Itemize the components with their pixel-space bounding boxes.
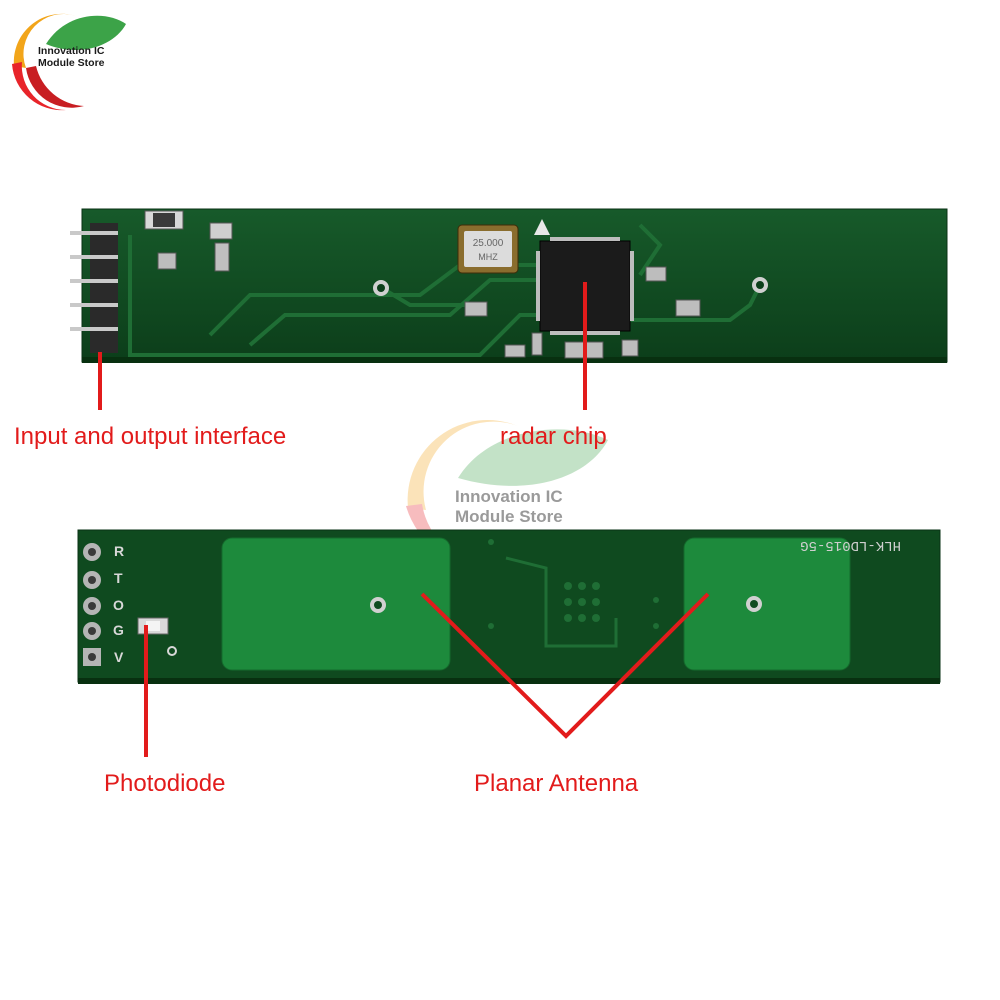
pin-label-t: T bbox=[114, 570, 123, 586]
smd-diode bbox=[214, 242, 230, 272]
crystal-label-1: 25.000 bbox=[473, 238, 504, 249]
watermark-line-1: Innovation IC bbox=[455, 487, 563, 506]
watermark-text: Innovation IC Module Store bbox=[455, 487, 563, 527]
crystal-label-2: MHZ bbox=[478, 252, 498, 262]
smd-part bbox=[645, 266, 667, 282]
smd-part bbox=[621, 339, 639, 357]
via-array bbox=[488, 539, 659, 629]
pin1-marker bbox=[534, 219, 550, 235]
pcb-traces bbox=[128, 223, 762, 357]
brand-name: Innovation IC Module Store bbox=[38, 45, 105, 69]
pin-label-r: R bbox=[114, 543, 124, 559]
brand-line-1: Innovation IC bbox=[38, 45, 105, 57]
callout-photodiode: Photodiode bbox=[104, 770, 226, 797]
header-pins bbox=[70, 231, 118, 331]
pin-label-v: V bbox=[114, 649, 124, 665]
pin-labels: R T O G V bbox=[113, 543, 124, 665]
pin-label-g: G bbox=[113, 622, 124, 638]
silk-mark bbox=[167, 646, 177, 656]
antenna-callout-line bbox=[420, 592, 710, 739]
top-pcb-board: 25.000 MHZ bbox=[70, 208, 948, 363]
bottom-pcb-board: R T O G V HLK-LD015-5G bbox=[77, 529, 941, 684]
model-silkscreen: HLK-LD015-5G bbox=[800, 537, 901, 553]
pin-header bbox=[90, 223, 118, 353]
smd-resistor bbox=[209, 222, 233, 240]
smd-part bbox=[464, 301, 488, 317]
pin-pads bbox=[83, 543, 101, 666]
callout-io-interface: Input and output interface bbox=[14, 423, 287, 450]
pcb-edge bbox=[82, 357, 947, 363]
smd-part bbox=[504, 344, 526, 358]
watermark-line-2: Module Store bbox=[455, 507, 563, 526]
pin-label-o: O bbox=[113, 597, 124, 613]
smd-part bbox=[675, 299, 701, 317]
smd-part bbox=[531, 332, 543, 356]
planar-antenna-right bbox=[683, 537, 851, 671]
smd-part bbox=[157, 252, 177, 270]
brand-line-2: Module Store bbox=[38, 57, 105, 69]
brand-logo-icon bbox=[12, 13, 126, 111]
planar-antenna-left bbox=[221, 537, 451, 671]
callout-radar-chip: radar chip bbox=[500, 423, 607, 450]
callout-planar-antenna: Planar Antenna bbox=[474, 770, 639, 797]
pcb-trace bbox=[505, 556, 618, 648]
